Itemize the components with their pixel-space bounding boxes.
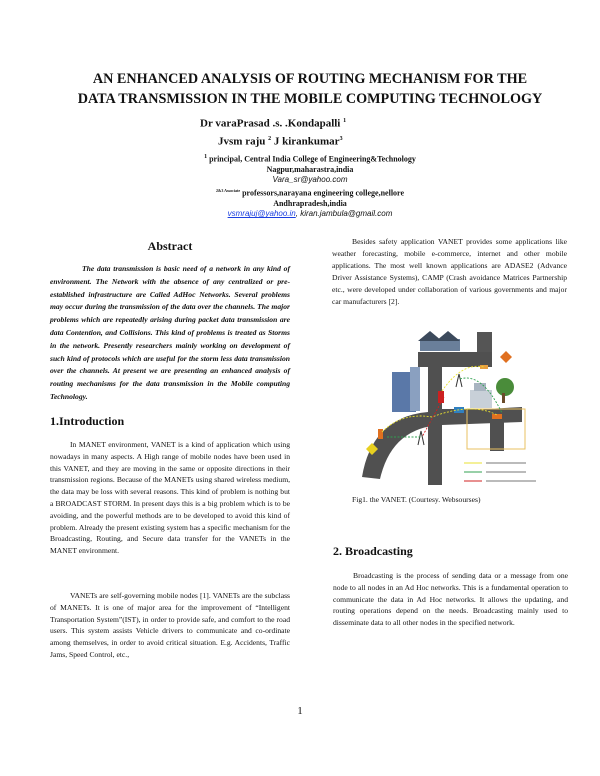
aff-line-3: 2&3 Associate professors,narayana engine… bbox=[150, 186, 470, 199]
broadcasting-paragraph: Broadcasting is the process of sending d… bbox=[333, 571, 568, 628]
aff-text: principal, Central India College of Engi… bbox=[209, 154, 416, 164]
author-3: J kirankumar bbox=[273, 135, 340, 148]
aff-text: professors,narayana engineering college,… bbox=[242, 188, 404, 198]
car-icon bbox=[438, 391, 444, 403]
skyscraper-icon bbox=[392, 367, 420, 412]
email-link[interactable]: vsmrajuj@yahoo.in bbox=[227, 209, 296, 219]
car-icon bbox=[378, 429, 383, 439]
author-line-2: Jvsm raju 2 J kirankumar3 bbox=[200, 132, 430, 150]
road-curve bbox=[362, 407, 522, 479]
author-line-1: Dr varaPrasad .s. .Kondapalli 1 bbox=[200, 114, 430, 132]
email-1: Vara_sr@yahoo.com bbox=[272, 175, 348, 185]
abstract-text: The data transmission is basic need of a… bbox=[50, 264, 290, 401]
road-sign-icon bbox=[500, 351, 512, 363]
vanet-figure bbox=[362, 331, 536, 485]
houses-icon bbox=[418, 331, 460, 351]
intro-paragraph-2: VANETs are self-governing mobile nodes [… bbox=[50, 591, 290, 659]
abstract-heading: Abstract bbox=[147, 239, 193, 253]
sup: 1 bbox=[343, 118, 347, 124]
building-icon bbox=[470, 383, 492, 408]
aff-line-4: Andhrapradesh,india bbox=[273, 198, 347, 208]
car-icon bbox=[492, 414, 502, 419]
email-3: , kiran.jambula@gmail.com bbox=[295, 209, 393, 219]
intro-paragraph-3: Besides safety application VANET provide… bbox=[332, 237, 567, 307]
email-line: vsmrajuj@yahoo.in, kiran.jambula@gmail.c… bbox=[150, 209, 470, 219]
figure-caption: Fig1. the VANET. (Courtesy. Websourses) bbox=[352, 495, 481, 504]
author-1: Dr varaPrasad .s. .Kondapalli bbox=[200, 117, 341, 130]
sup: 3 bbox=[339, 135, 343, 142]
page-number: 1 bbox=[297, 705, 303, 717]
figure-legend bbox=[464, 462, 536, 482]
sup: 1 bbox=[204, 154, 208, 160]
authors: Dr varaPrasad .s. .Kondapalli 1 Jvsm raj… bbox=[200, 114, 430, 149]
aff-line-1: 1 principal, Central India College of En… bbox=[150, 152, 470, 165]
intro-paragraph-1: In MANET environment, VANET is a kind of… bbox=[50, 440, 290, 556]
aff-line-2: Nagpur,maharastra,india bbox=[266, 165, 354, 175]
tower-icon bbox=[417, 373, 463, 446]
title-line-2: DATA TRANSMISSION IN THE MOBILE COMPUTIN… bbox=[77, 91, 543, 107]
tree-icon bbox=[496, 378, 514, 396]
affiliations: 1 principal, Central India College of En… bbox=[150, 152, 470, 220]
sup: 2&3 Associate bbox=[215, 187, 241, 193]
car-icon bbox=[480, 365, 488, 369]
paper-title: AN ENHANCED ANALYSIS OF ROUTING MECHANIS… bbox=[20, 69, 600, 109]
intro-heading: 1.Introduction bbox=[50, 414, 125, 428]
author-2: Jvsm raju bbox=[218, 135, 266, 148]
title-line-1: AN ENHANCED ANALYSIS OF ROUTING MECHANIS… bbox=[92, 71, 528, 87]
sup: 2 bbox=[268, 135, 272, 142]
broadcasting-heading: 2. Broadcasting bbox=[333, 544, 413, 558]
